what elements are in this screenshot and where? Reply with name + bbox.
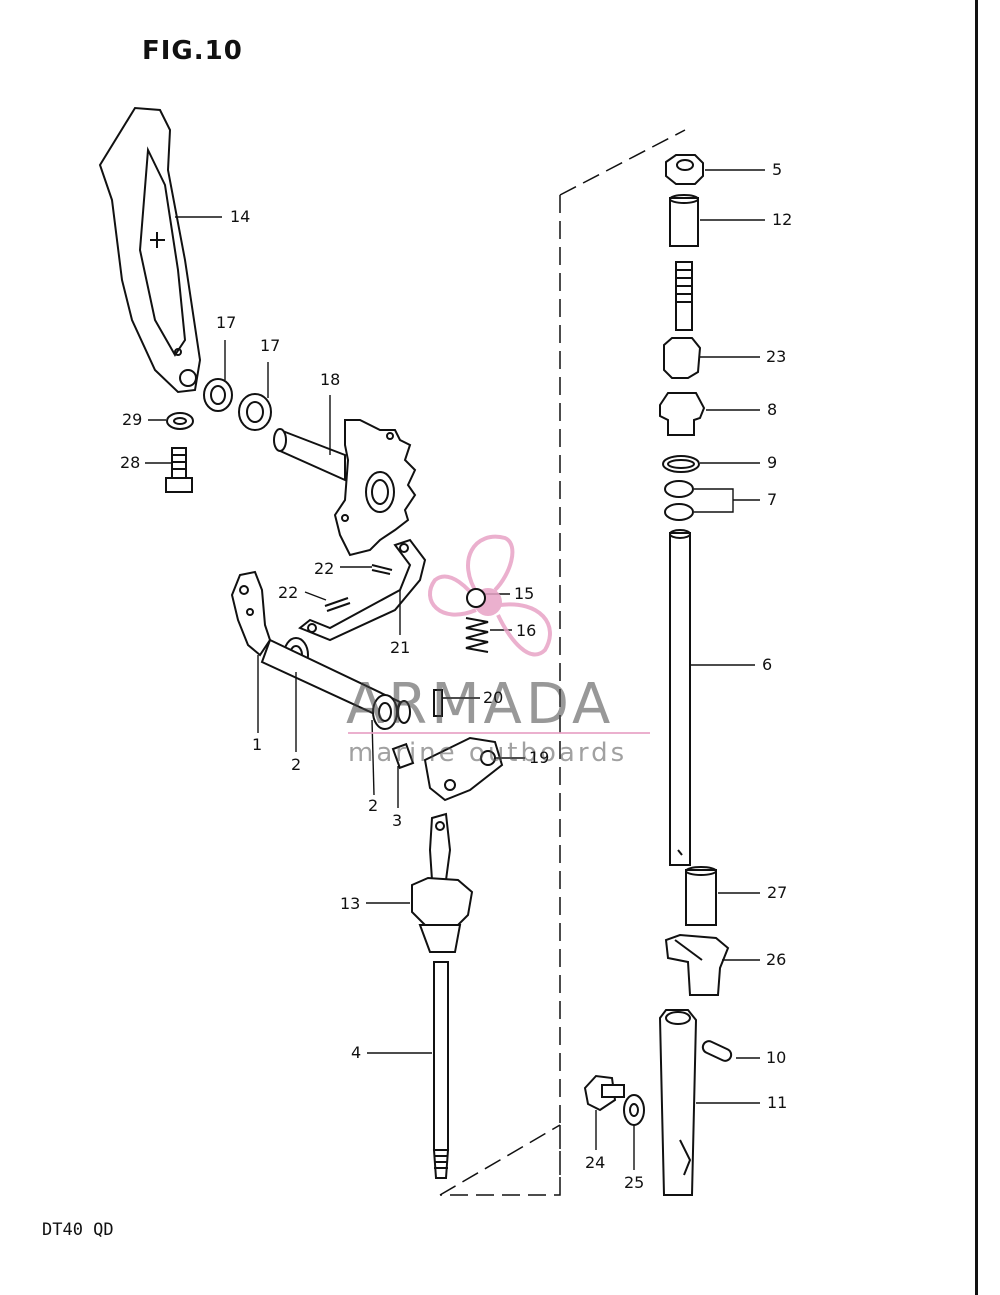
callout-2a: 2	[291, 755, 302, 774]
callout-20: 20	[483, 688, 504, 707]
part-7-oring-b	[664, 503, 694, 521]
callout-4: 4	[351, 1043, 362, 1062]
part-22-cotter-pin-a	[371, 564, 393, 575]
part-18-gear-shaft	[273, 419, 417, 557]
callout-10: 10	[766, 1048, 787, 1067]
part-3-pin	[391, 742, 415, 770]
callout-22b: 22	[278, 583, 299, 602]
callout-3: 3	[392, 811, 403, 830]
part-24-bolt	[583, 1074, 625, 1112]
part-14-shift-lever	[98, 106, 202, 394]
part-1-shift-arm	[230, 570, 272, 657]
callout-13: 13	[340, 894, 361, 913]
watermark-brand: ARMADA	[346, 672, 615, 737]
callout-17a: 17	[216, 313, 237, 332]
callout-17b: 17	[260, 336, 281, 355]
callout-5: 5	[772, 160, 783, 179]
watermark-tagline: marine outboards	[348, 738, 628, 768]
part-12-sleeve	[669, 194, 699, 247]
part-21-link-rod	[298, 538, 427, 642]
callout-15: 15	[514, 584, 535, 603]
part-20-pin	[433, 689, 443, 717]
callout-8: 8	[767, 400, 778, 419]
part-11-lower-shaft	[658, 1009, 698, 1196]
callout-19: 19	[529, 748, 550, 767]
callout-22a: 22	[314, 559, 335, 578]
assembly-boundary	[440, 129, 686, 1196]
callout-23: 23	[766, 347, 787, 366]
callout-2b: 2	[368, 796, 379, 815]
part-5-nut	[665, 154, 704, 185]
part-16-spring	[465, 617, 489, 653]
page-edge-rule	[975, 0, 978, 1295]
callout-9: 9	[767, 453, 778, 472]
callout-18: 18	[320, 370, 341, 389]
part-13-coupler	[411, 812, 474, 953]
model-code: DT40 QD	[42, 1220, 114, 1240]
part-15-ball	[466, 588, 486, 608]
figure-title: FIG.10	[142, 36, 243, 66]
part-6-shaft	[669, 529, 691, 866]
callout-1: 1	[252, 735, 263, 754]
part-8-bushing	[659, 392, 706, 436]
part-7-oring-a	[664, 480, 694, 498]
part-9-oring	[662, 455, 700, 473]
part-26-clip	[664, 933, 730, 996]
callout-27: 27	[767, 883, 788, 902]
callout-16: 16	[516, 621, 537, 640]
callout-14: 14	[230, 207, 251, 226]
callout-7: 7	[767, 490, 778, 509]
part-28-bolt	[165, 447, 193, 493]
part-10-pin	[701, 1040, 733, 1062]
part-19-clamp	[423, 736, 504, 802]
threaded-end	[675, 261, 693, 331]
callout-12: 12	[772, 210, 793, 229]
callout-11: 11	[767, 1093, 788, 1112]
part-22-cotter-pin-b	[324, 597, 351, 612]
part-27-sleeve	[685, 866, 717, 926]
part-17-bushing-a	[203, 378, 233, 412]
part-25-washer	[623, 1094, 645, 1126]
callout-6: 6	[762, 655, 773, 674]
callout-26: 26	[766, 950, 787, 969]
callout-21: 21	[390, 638, 411, 657]
part-23-collar	[663, 337, 702, 379]
part-4-shift-rod	[432, 961, 450, 1179]
part-2-washer-b	[372, 694, 398, 730]
callout-29: 29	[122, 410, 143, 429]
callout-24: 24	[585, 1153, 606, 1172]
part-17-bushing-b	[238, 393, 272, 431]
leader-lines	[145, 169, 765, 1170]
callout-28: 28	[120, 453, 141, 472]
callout-25: 25	[624, 1173, 645, 1192]
part-29-washer	[166, 412, 194, 430]
